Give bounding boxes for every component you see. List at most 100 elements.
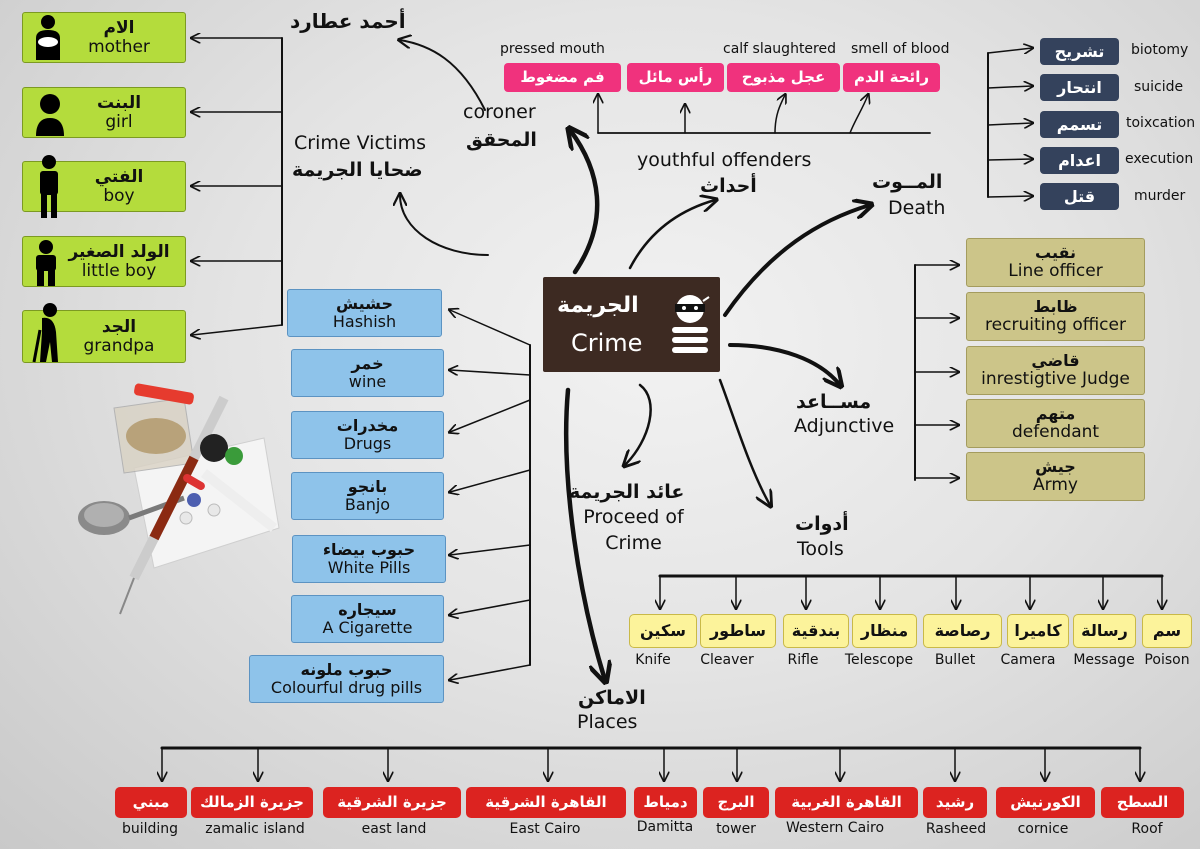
crime-victims-title-ar: ضحايا الجريمة xyxy=(292,159,423,181)
evidence-smell-of-blood: رائحة الدم xyxy=(843,63,940,92)
drug-wine-en: wine xyxy=(348,372,387,391)
drug-cigarette: سيجاره A Cigarette xyxy=(291,595,444,643)
place-east-cairo-en: East Cairo xyxy=(509,821,581,837)
evidence-label-2: calf slaughtered xyxy=(723,41,836,57)
evidence-pressed-mouth: فم مضغوط xyxy=(504,63,621,92)
place-cornice-en: cornice xyxy=(1017,821,1069,837)
coroner-ar: المحقق xyxy=(466,129,537,151)
drug-drugs-ar: مخدرات xyxy=(336,416,399,436)
place-tower-en: tower xyxy=(716,821,756,837)
place-east-cairo: القاهرة الشرقية xyxy=(466,787,626,818)
evidence-tilted-head: رأس مائل xyxy=(627,63,724,92)
drug-cigarette-en: A Cigarette xyxy=(322,618,413,637)
death-item-biotomy: تشريح xyxy=(1040,38,1119,65)
tool-camera-en: Camera xyxy=(1000,652,1056,668)
place-tower: البرج xyxy=(703,787,769,818)
adjunctive-judge-ar: قاضي xyxy=(1031,351,1080,371)
adjunctive-defendant-ar: متهم xyxy=(1035,404,1076,424)
victim-mother-en: mother xyxy=(88,36,150,57)
little-boy-icon xyxy=(36,240,56,286)
tools-en: Tools xyxy=(797,538,844,560)
victim-little-boy-ar: الولد الصغير xyxy=(68,241,170,262)
adjunctive-recruiting-officer-ar: ظابط xyxy=(1033,297,1078,317)
drug-colourful-pills: حبوب ملونه Colourful drug pills xyxy=(249,655,444,703)
place-rasheed: رشيد xyxy=(923,787,987,818)
place-western-cairo: القاهرة الغربية xyxy=(775,787,918,818)
victim-grandpa-en: grandpa xyxy=(83,335,155,356)
adjunctive-army-en: Army xyxy=(1033,474,1078,495)
adjunctive-army-ar: جيش xyxy=(1035,457,1076,477)
youthful-offenders-ar: أحداث xyxy=(700,175,757,197)
adjunctive-defendant-en: defendant xyxy=(1011,421,1100,442)
drug-drugs-en: Drugs xyxy=(343,434,392,453)
drug-white-pills: حبوب بيضاء White Pills xyxy=(292,535,446,583)
tool-knife: سكين xyxy=(629,614,697,648)
proceed-ar: عائد الجريمة xyxy=(569,481,685,503)
place-building-en: building xyxy=(121,821,179,837)
drug-white-pills-en: White Pills xyxy=(327,558,411,577)
evidence-label-3: smell of blood xyxy=(851,41,950,57)
death-item-murder-en: murder xyxy=(1134,188,1186,204)
drug-white-pills-ar: حبوب بيضاء xyxy=(322,540,416,560)
adjunctive-line-officer-ar: نقيب xyxy=(1035,243,1076,263)
place-east-land-en: east land xyxy=(361,821,427,837)
tool-telescope-en: Telescope xyxy=(844,652,914,668)
drug-colourful-pills-ar: حبوب ملونه xyxy=(300,660,393,680)
place-zamalek-island: جزيرة الزمالك xyxy=(191,787,313,818)
victim-mother-ar: الام xyxy=(103,17,135,38)
drugs-syringe-pills-illustration xyxy=(78,383,280,615)
place-rasheed-en: Rasheed xyxy=(925,821,987,837)
mother-baby-icon xyxy=(36,15,60,60)
drug-banjo-en: Banjo xyxy=(344,495,391,514)
coroner-en: coroner xyxy=(463,101,536,123)
victim-little-boy-en: little boy xyxy=(81,260,157,281)
victim-boy: الفتي boy xyxy=(22,161,186,212)
place-western-cairo-en: Western Cairo xyxy=(785,820,885,836)
drug-wine-ar: خمر xyxy=(351,354,384,374)
grandpa-icon xyxy=(32,303,58,363)
tool-bullet-en: Bullet xyxy=(934,652,976,668)
adjunctive-en: Adjunctive xyxy=(794,415,895,437)
victim-boy-ar: الفتي xyxy=(94,166,144,187)
victim-grandpa-ar: الجد xyxy=(101,316,137,337)
crime-center-ar: الجريمة xyxy=(557,293,639,318)
death-item-execution: اعدام xyxy=(1040,147,1119,174)
tool-poison-en: Poison xyxy=(1144,652,1190,668)
death-item-intoxication: تسمم xyxy=(1040,111,1119,138)
adjunctive-army: جيش Army xyxy=(966,452,1145,501)
drug-banjo: بانجو Banjo xyxy=(291,472,444,520)
death-ar: المــوت xyxy=(872,171,943,193)
adjunctive-recruiting-officer: ظابط recruiting officer xyxy=(966,292,1145,341)
thief-mask-icon xyxy=(672,295,710,353)
tool-poison: سم xyxy=(1142,614,1192,648)
place-east-land: جزيرة الشرقية xyxy=(323,787,461,818)
place-roof: السطح xyxy=(1101,787,1184,818)
place-cornice: الكورنيش xyxy=(996,787,1095,818)
evidence-calf-slaughtered: عجل مذبوح xyxy=(727,63,840,92)
youthful-offenders-en: youthful offenders xyxy=(637,149,812,171)
coroner-name: أحمد عطارد xyxy=(290,9,406,33)
crime-center-en: Crime xyxy=(571,329,643,357)
adjunctive-recruiting-officer-en: recruiting officer xyxy=(985,314,1126,335)
evidence-label-0: pressed mouth xyxy=(500,41,605,57)
place-zamalek-island-en: zamalic island xyxy=(205,821,305,837)
places-en: Places xyxy=(577,711,638,733)
place-building: مبني xyxy=(115,787,187,818)
tool-cleaver: ساطور xyxy=(700,614,776,648)
tool-cleaver-en: Cleaver xyxy=(700,652,754,668)
adjunctive-ar: مســاعد xyxy=(796,391,872,413)
drug-colourful-pills-en: Colourful drug pills xyxy=(270,678,423,697)
death-item-intoxication-en: toixcation xyxy=(1126,115,1196,131)
death-en: Death xyxy=(888,197,946,219)
tools-ar: أدوات xyxy=(795,513,849,535)
adjunctive-defendant: متهم defendant xyxy=(966,399,1145,448)
death-item-murder: قتل xyxy=(1040,183,1119,210)
victim-boy-en: boy xyxy=(103,185,135,206)
drug-hashish-ar: حشيش xyxy=(336,294,393,314)
tool-message-en: Message xyxy=(1073,652,1135,668)
death-item-suicide-en: suicide xyxy=(1134,79,1184,95)
death-item-biotomy-en: biotomy xyxy=(1131,42,1189,58)
adjunctive-line-officer-en: Line officer xyxy=(1008,260,1103,281)
death-item-suicide: انتحار xyxy=(1040,74,1119,101)
